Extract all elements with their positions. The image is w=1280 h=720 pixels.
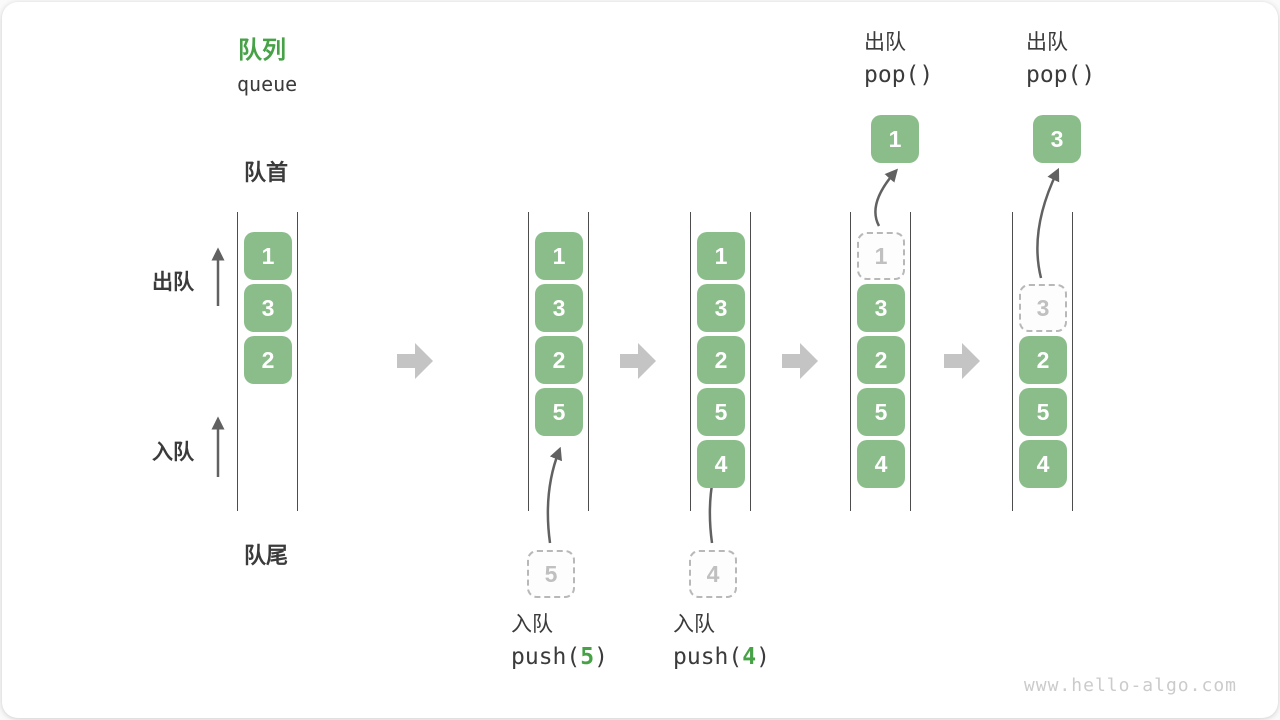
queue-element: 3: [244, 284, 292, 332]
queue-walls-4: [850, 212, 911, 511]
popped-element: 3: [1033, 115, 1081, 163]
queue-element: 2: [1019, 336, 1067, 384]
queue-walls-1: [237, 212, 298, 511]
queue-element: 2: [697, 336, 745, 384]
queue-element: 1: [697, 232, 745, 280]
queue-element: 1: [244, 232, 292, 280]
queue-element: 2: [244, 336, 292, 384]
queue-rear-label: 队尾: [244, 543, 289, 568]
watermark: www.hello-algo.com: [1023, 675, 1237, 696]
queue-element: 1: [535, 232, 583, 280]
figure-title-en: queue: [237, 72, 298, 96]
dequeue-op-label: 出队 pop(): [864, 28, 933, 92]
queue-element: 5: [857, 388, 905, 436]
dequeue-op-zh: 出队: [1026, 31, 1068, 54]
dequeued-ghost-slot: 1: [857, 232, 905, 280]
dequeue-op-code: pop(): [864, 62, 934, 88]
queue-element: 4: [697, 440, 745, 488]
enqueue-op-label: 入队 push(5): [511, 610, 608, 674]
queue-walls-5: [1012, 212, 1073, 511]
queue-element: 2: [857, 336, 905, 384]
queue-element: 3: [535, 284, 583, 332]
figure-title-zh: 队列: [238, 37, 286, 64]
queue-element: 5: [697, 388, 745, 436]
dequeue-op-code: pop(): [1026, 62, 1096, 88]
queue-walls-2: [528, 212, 589, 511]
queue-element: 4: [857, 440, 905, 488]
staged-element: 5: [527, 550, 575, 598]
queue-walls-3: [690, 212, 751, 511]
queue-element: 3: [857, 284, 905, 332]
dequeue-side-label: 出队: [152, 271, 194, 294]
dequeue-op-zh: 出队: [864, 31, 906, 54]
queue-element: 4: [1019, 440, 1067, 488]
enqueue-op-code: push(4): [673, 644, 770, 670]
staged-element: 4: [689, 550, 737, 598]
dequeued-ghost-slot: 3: [1019, 284, 1067, 332]
queue-element: 2: [535, 336, 583, 384]
enqueue-op-code: push(5): [511, 644, 608, 670]
popped-element: 1: [871, 115, 919, 163]
queue-element: 5: [1019, 388, 1067, 436]
queue-element: 5: [535, 388, 583, 436]
enqueue-op-zh: 入队: [511, 613, 553, 636]
queue-element: 3: [697, 284, 745, 332]
queue-front-label: 队首: [244, 160, 289, 185]
dequeue-op-label: 出队 pop(): [1026, 28, 1095, 92]
enqueue-op-label: 入队 push(4): [673, 610, 770, 674]
enqueue-op-zh: 入队: [673, 613, 715, 636]
enqueue-side-label: 入队: [152, 441, 194, 464]
